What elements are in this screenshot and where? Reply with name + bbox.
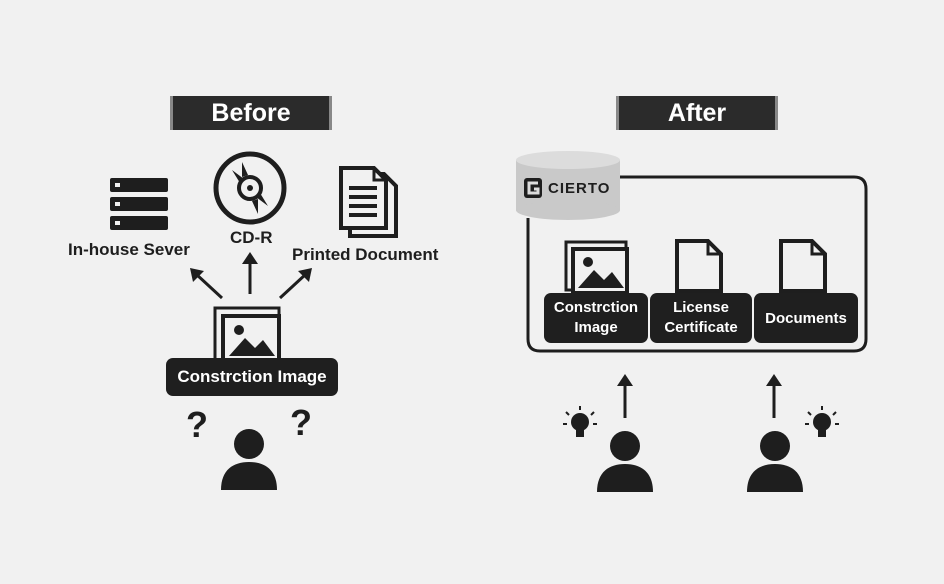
arrow-up-icon (242, 252, 258, 294)
person-icon-left (597, 431, 653, 492)
item-construction-image: Constrction Image (544, 293, 648, 343)
item-construction-line1: Constrction (553, 299, 639, 316)
construction-image-label: Constrction Image (166, 358, 338, 396)
storage-label-cdr: CD-R (230, 228, 273, 247)
lightbulb-icon-left (563, 406, 597, 437)
documents-icon (339, 166, 398, 238)
construction-image-text: Constrction Image (177, 367, 327, 386)
question-mark-right: ? (290, 402, 312, 443)
database-icon (516, 151, 620, 220)
document-icon-documents (779, 239, 827, 293)
person-icon (221, 429, 277, 490)
item-license-line2: Certificate (664, 319, 738, 336)
image-icon-after (564, 240, 629, 295)
question-mark-left: ? (186, 404, 208, 445)
item-license-certificate: License Certificate (650, 293, 752, 343)
after-title: After (616, 96, 778, 130)
item-documents-text: Documents (765, 309, 847, 327)
system-container (526, 175, 868, 353)
system-name: CIERTO (548, 180, 611, 197)
arrow-up-icon-right (766, 374, 782, 418)
server-icon (110, 178, 168, 230)
item-documents: Documents (754, 293, 858, 343)
arrow-left-icon (190, 268, 224, 300)
person-icon-right (747, 431, 803, 492)
storage-label-server: In-house Sever (68, 240, 190, 259)
lightbulb-icon-right (805, 406, 839, 437)
arrow-up-icon-left (617, 374, 633, 418)
arrow-right-icon (278, 268, 312, 300)
image-icon (213, 306, 281, 364)
disc-icon (213, 151, 287, 225)
before-title: Before (170, 96, 332, 130)
item-construction-line2: Image (574, 319, 618, 336)
storage-label-printed: Printed Document (292, 245, 439, 264)
item-license-line1: License (673, 299, 729, 316)
document-icon-license (675, 239, 723, 293)
